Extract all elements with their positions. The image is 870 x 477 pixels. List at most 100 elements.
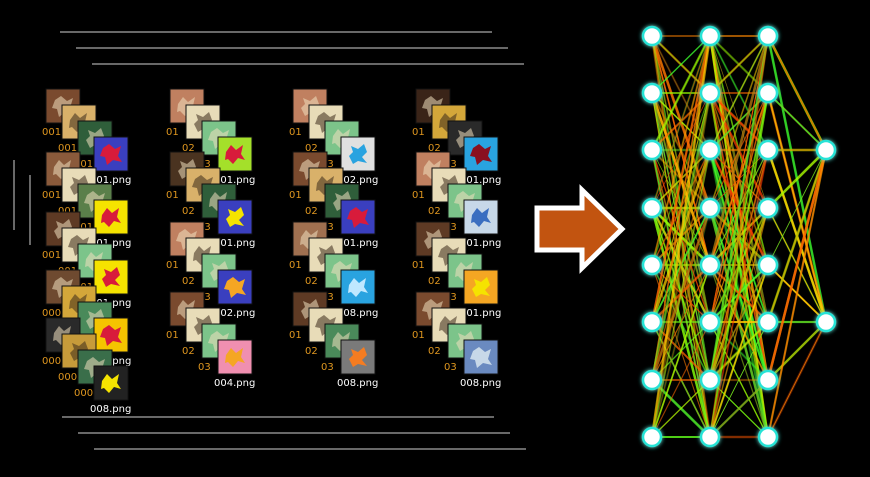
- file-stack[interactable]: 010203001.png: [288, 151, 379, 250]
- network-node: [815, 139, 837, 161]
- network-edge: [708, 207, 770, 381]
- bottom-rule-lines: [62, 416, 526, 450]
- file-stack[interactable]: 010203001.png: [165, 151, 256, 250]
- thumbnail-frame: [93, 365, 129, 401]
- network-edge: [708, 35, 770, 266]
- network-edge: [709, 149, 769, 438]
- network-node: [757, 139, 779, 161]
- network-edge: [651, 35, 711, 323]
- network-edge: [651, 35, 711, 209]
- shape-silhouette: [472, 277, 490, 297]
- thumbnail-frame: [93, 317, 129, 353]
- network-edge: [766, 149, 828, 323]
- file-label: 002.png: [214, 308, 255, 319]
- network-edge: [766, 149, 828, 438]
- file-label-partial: 02: [428, 346, 441, 357]
- file-label-partial: 02: [305, 346, 318, 357]
- network-node: [757, 197, 779, 219]
- network-edge: [766, 149, 828, 381]
- shape-silhouette: [471, 208, 491, 227]
- network-edge: [709, 264, 769, 381]
- network-node: [757, 369, 779, 391]
- network-edge: [651, 321, 711, 438]
- image-thumbnail: [340, 269, 376, 305]
- image-thumbnail: [93, 365, 129, 401]
- network-node: [757, 25, 779, 47]
- network-edge: [767, 149, 827, 438]
- file-stack[interactable]: 010203001.png: [411, 221, 502, 320]
- network-edge: [651, 149, 711, 381]
- file-label-partial: 02: [428, 276, 441, 287]
- file-label-partial: 02: [305, 206, 318, 217]
- network-edge: [709, 207, 769, 438]
- network-edge: [650, 207, 712, 381]
- network-edge: [767, 149, 827, 209]
- file-label-partial: 02: [182, 206, 195, 217]
- image-thumbnail: [463, 199, 499, 235]
- image-thumbnail: [463, 269, 499, 305]
- network-node: [699, 426, 721, 448]
- shape-silhouette: [102, 267, 120, 287]
- network-node: [641, 82, 663, 104]
- file-label-partial: 02: [305, 276, 318, 287]
- file-label-partial: 02: [182, 276, 195, 287]
- file-stack[interactable]: 010203001.png: [411, 88, 502, 187]
- arrow-icon: [534, 184, 626, 274]
- network-edge: [651, 35, 711, 151]
- image-thumbnail: [463, 339, 499, 375]
- file-label-partial: 01: [289, 190, 302, 201]
- image-thumbnail: [217, 269, 253, 305]
- image-thumbnail: [93, 259, 129, 295]
- file-label: 001.png: [214, 238, 255, 249]
- network-edge: [651, 207, 711, 438]
- network-edge: [767, 149, 827, 266]
- file-label: 001.png: [460, 238, 501, 249]
- network-edges: [650, 35, 828, 439]
- arrow-shape: [534, 184, 626, 274]
- network-edge: [651, 35, 711, 94]
- shape-silhouette: [347, 207, 369, 228]
- network-node: [699, 139, 721, 161]
- network-edge: [651, 149, 711, 381]
- network-node: [641, 311, 663, 333]
- file-label: 001.png: [460, 308, 501, 319]
- file-stack[interactable]: 010203001.png: [411, 151, 502, 250]
- network-edge: [651, 149, 711, 438]
- network-edge: [709, 35, 769, 438]
- image-file-stacks: 001100110011001.png001400140014001.png00…: [41, 88, 502, 416]
- shape-silhouette: [225, 348, 245, 367]
- file-label: 008.png: [337, 378, 378, 389]
- file-label-partial: 02: [182, 346, 195, 357]
- image-thumbnail: [340, 136, 376, 172]
- file-label-partial: 01: [412, 330, 425, 341]
- image-thumbnail: [217, 136, 253, 172]
- network-edge: [766, 149, 828, 381]
- shape-silhouette: [349, 347, 367, 367]
- file-label: 001.png: [337, 238, 378, 249]
- file-label-partial: 01: [166, 330, 179, 341]
- network-edge: [767, 92, 827, 151]
- network-node: [699, 197, 721, 219]
- network-edge: [651, 35, 711, 94]
- file-label-partial: 03: [444, 362, 457, 373]
- file-stack[interactable]: 010203001.png: [165, 88, 256, 187]
- network-edge: [709, 35, 769, 438]
- network-edge: [708, 207, 770, 381]
- network-node: [641, 369, 663, 391]
- shape-silhouette: [101, 374, 121, 393]
- network-edge: [709, 379, 769, 438]
- file-label: 008.png: [337, 308, 378, 319]
- network-edge: [709, 35, 769, 323]
- network-node: [641, 426, 663, 448]
- shape-silhouette: [100, 325, 122, 346]
- image-thumbnail: [93, 317, 129, 353]
- image-thumbnail: [93, 136, 129, 172]
- network-nodes: [641, 25, 837, 448]
- shape-silhouette: [225, 145, 245, 164]
